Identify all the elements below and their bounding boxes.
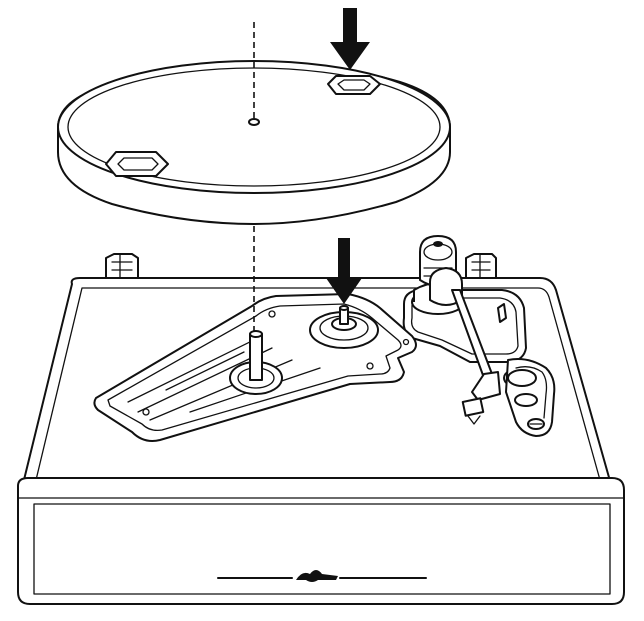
tonearm [411, 235, 556, 437]
motor-pulley [229, 330, 283, 395]
platter-drive-hole [327, 75, 381, 95]
platter [57, 60, 451, 225]
front-logo-strip [217, 570, 427, 582]
platter-center-hole [248, 118, 260, 126]
arrow-down-icon [330, 8, 370, 70]
arrow-down-icon [326, 238, 362, 304]
platter-finger-hole [105, 151, 169, 177]
spindle-hub [309, 305, 379, 349]
hinge-clip-right [465, 253, 497, 279]
hinge-clip-left [105, 253, 139, 279]
